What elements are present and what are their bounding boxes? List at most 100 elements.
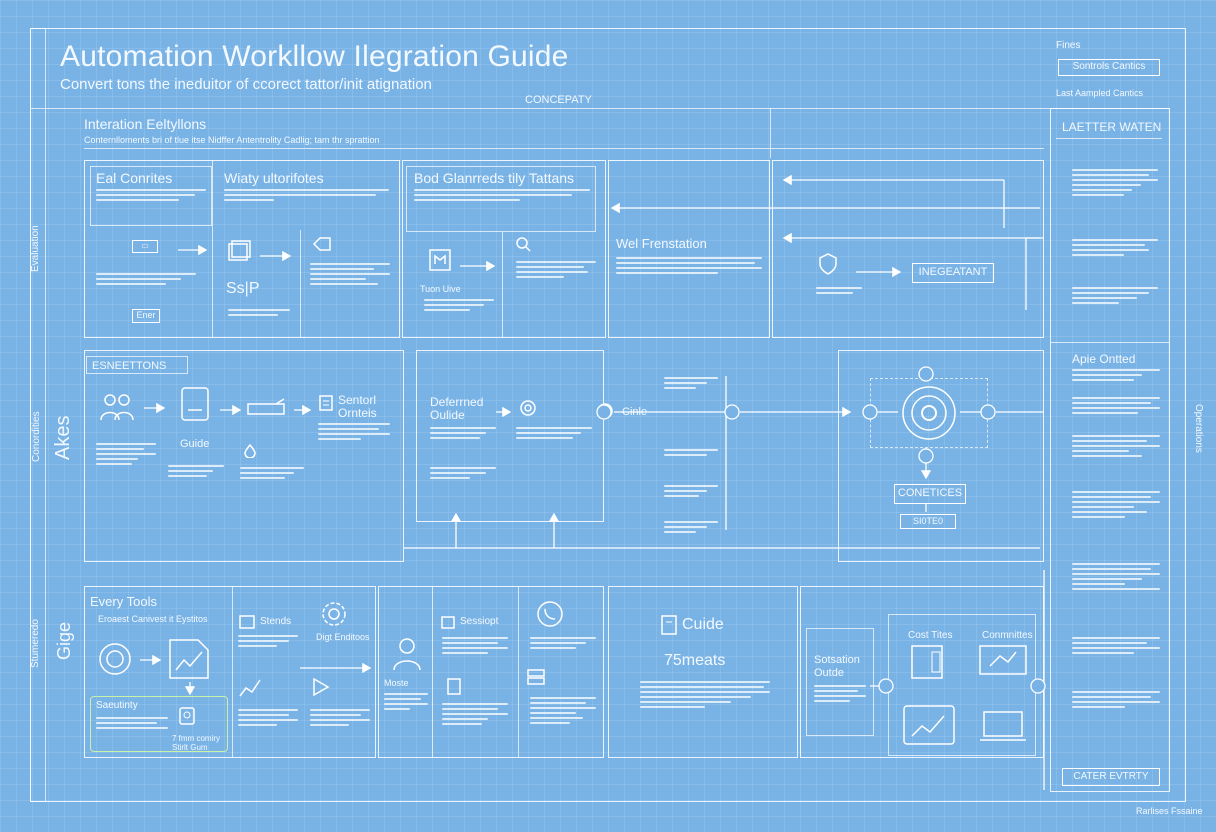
sub-button[interactable]: SI0TE0 — [900, 514, 956, 529]
card3-icon-label: Tuon Uive — [420, 284, 461, 294]
card1-divider-2 — [300, 230, 301, 338]
card3-notes-right — [516, 258, 596, 281]
card-row3-3 — [608, 586, 798, 758]
enter-entry-button[interactable]: CATER EVTRTY — [1062, 768, 1160, 786]
row3-notes-10 — [814, 682, 866, 705]
row2-notes-7 — [516, 424, 592, 442]
right-notes-2 — [1072, 236, 1158, 259]
row3-notes-3 — [310, 706, 370, 729]
card3-divider — [502, 232, 503, 338]
card1-title: Eal Conrites — [96, 170, 173, 186]
play-icon — [310, 676, 332, 698]
integration-button[interactable]: INEGEATANT — [912, 263, 994, 283]
right-panel-divider — [1050, 342, 1170, 343]
row3-notes-8 — [530, 694, 596, 727]
apie-title: Apie Ontted — [1072, 352, 1136, 366]
card1-steps — [96, 270, 196, 288]
deferred-title: Deferrned Oulide — [430, 395, 484, 422]
card4-title: Wel Frenstation — [616, 236, 707, 251]
tag-icon — [312, 236, 332, 252]
card2-bottom-notes — [228, 306, 290, 319]
chart-screen-icon — [902, 704, 956, 746]
card2-text — [224, 186, 389, 204]
row3-notes-9 — [640, 678, 770, 711]
card1-ok-button[interactable]: ▭ — [132, 240, 158, 253]
card-row2-2 — [416, 350, 604, 522]
right-notes-9 — [1072, 634, 1160, 657]
card-row2-3 — [838, 350, 1044, 562]
card2-title: Wiaty ultorifotes — [224, 170, 324, 186]
right-notes-3 — [1072, 284, 1158, 307]
station-title: Sotsation Outde — [814, 654, 860, 679]
card3-title: Bod Glanrreds tily Tattans — [414, 170, 575, 186]
integration-caption: Conternlloments bri of tlue itse Nidffer… — [84, 135, 380, 145]
page-subtitle: Convert tons the ineduitor of ccorect ta… — [60, 76, 432, 93]
tablet-icon — [910, 644, 944, 680]
clipboard-icon — [446, 676, 462, 696]
right-notes-7 — [1072, 488, 1160, 521]
label-stends: Stends — [260, 616, 292, 627]
row3-notes-1 — [238, 632, 298, 650]
laptop-icon — [978, 708, 1028, 744]
card1-link-button[interactable]: Ener — [132, 309, 160, 323]
every-tools-caption: Eroaest Canivest it Eystitos — [98, 614, 208, 624]
search-icon — [514, 236, 532, 252]
row3-notes-2 — [238, 706, 298, 729]
chart-document-icon — [166, 636, 212, 682]
document-icon — [318, 394, 334, 412]
card-row3-2-divider-2 — [518, 586, 519, 758]
hub-icon — [900, 384, 958, 442]
row2-notes-11 — [664, 518, 718, 536]
settings-icon — [320, 600, 348, 628]
phone-icon — [536, 600, 564, 628]
card-row3-1 — [84, 586, 376, 758]
badge-icon — [178, 706, 196, 726]
card2-icon-label: Ss|P — [226, 280, 260, 297]
card-row1-4 — [772, 160, 1044, 338]
document-stack-icon — [226, 238, 252, 264]
row2-notes-4 — [318, 420, 390, 443]
server-icon — [526, 668, 546, 686]
page-title: Automation Workllow Ilegration Guide — [60, 40, 569, 73]
row2-notes-5 — [430, 424, 496, 442]
section-label-box — [86, 356, 188, 374]
card1-text — [96, 186, 206, 204]
row2-notes-9 — [664, 446, 718, 459]
guide-heading: Cuide — [682, 616, 724, 633]
conditions-button[interactable]: CONETICES — [894, 484, 966, 504]
card4-text — [616, 254, 762, 277]
sustain-box — [90, 696, 228, 752]
keyboard-icon — [246, 398, 288, 418]
header-rule — [30, 108, 1170, 109]
section-label: ESNEETTONS — [92, 360, 167, 372]
card-row3-2-divider-1 — [432, 586, 433, 758]
right-notes-1 — [1072, 166, 1158, 199]
every-tools-title: Every Tools — [90, 594, 157, 609]
row3-notes-6 — [442, 700, 508, 728]
footer-credit: Rarlises Fssaine — [1136, 806, 1203, 816]
concept-label: CONCEPATY — [525, 94, 592, 106]
card5-notes — [816, 284, 862, 297]
shield-icon — [818, 252, 838, 276]
person-icon — [390, 636, 424, 672]
card2-notes — [310, 260, 390, 288]
right-notes-5 — [1072, 394, 1160, 417]
card3-header — [406, 166, 596, 232]
label-moste: Moste — [384, 678, 409, 688]
card-row3-1-divider — [232, 586, 233, 758]
row3-notes-7 — [530, 634, 596, 652]
right-panel — [1050, 108, 1170, 792]
sustain-caption: 7 fmm comiry Stirlt Gum — [172, 734, 220, 752]
row3-notes-5 — [442, 634, 508, 657]
controls-button[interactable]: Sontrols Cantics — [1058, 59, 1160, 76]
drop-icon — [244, 444, 256, 458]
gear-icon — [518, 398, 538, 418]
left-margin-column — [30, 28, 46, 802]
cost-titles: Cost Tites — [908, 630, 953, 641]
card-row2-1 — [84, 350, 404, 562]
label-digt: Digt Enditoos — [316, 632, 370, 642]
right-notes-4 — [1072, 366, 1160, 384]
right-panel-heading: LAETTER WATEN — [1062, 120, 1162, 134]
right-panel-heading-rule — [1056, 138, 1162, 139]
card-row1-3 — [608, 160, 770, 338]
